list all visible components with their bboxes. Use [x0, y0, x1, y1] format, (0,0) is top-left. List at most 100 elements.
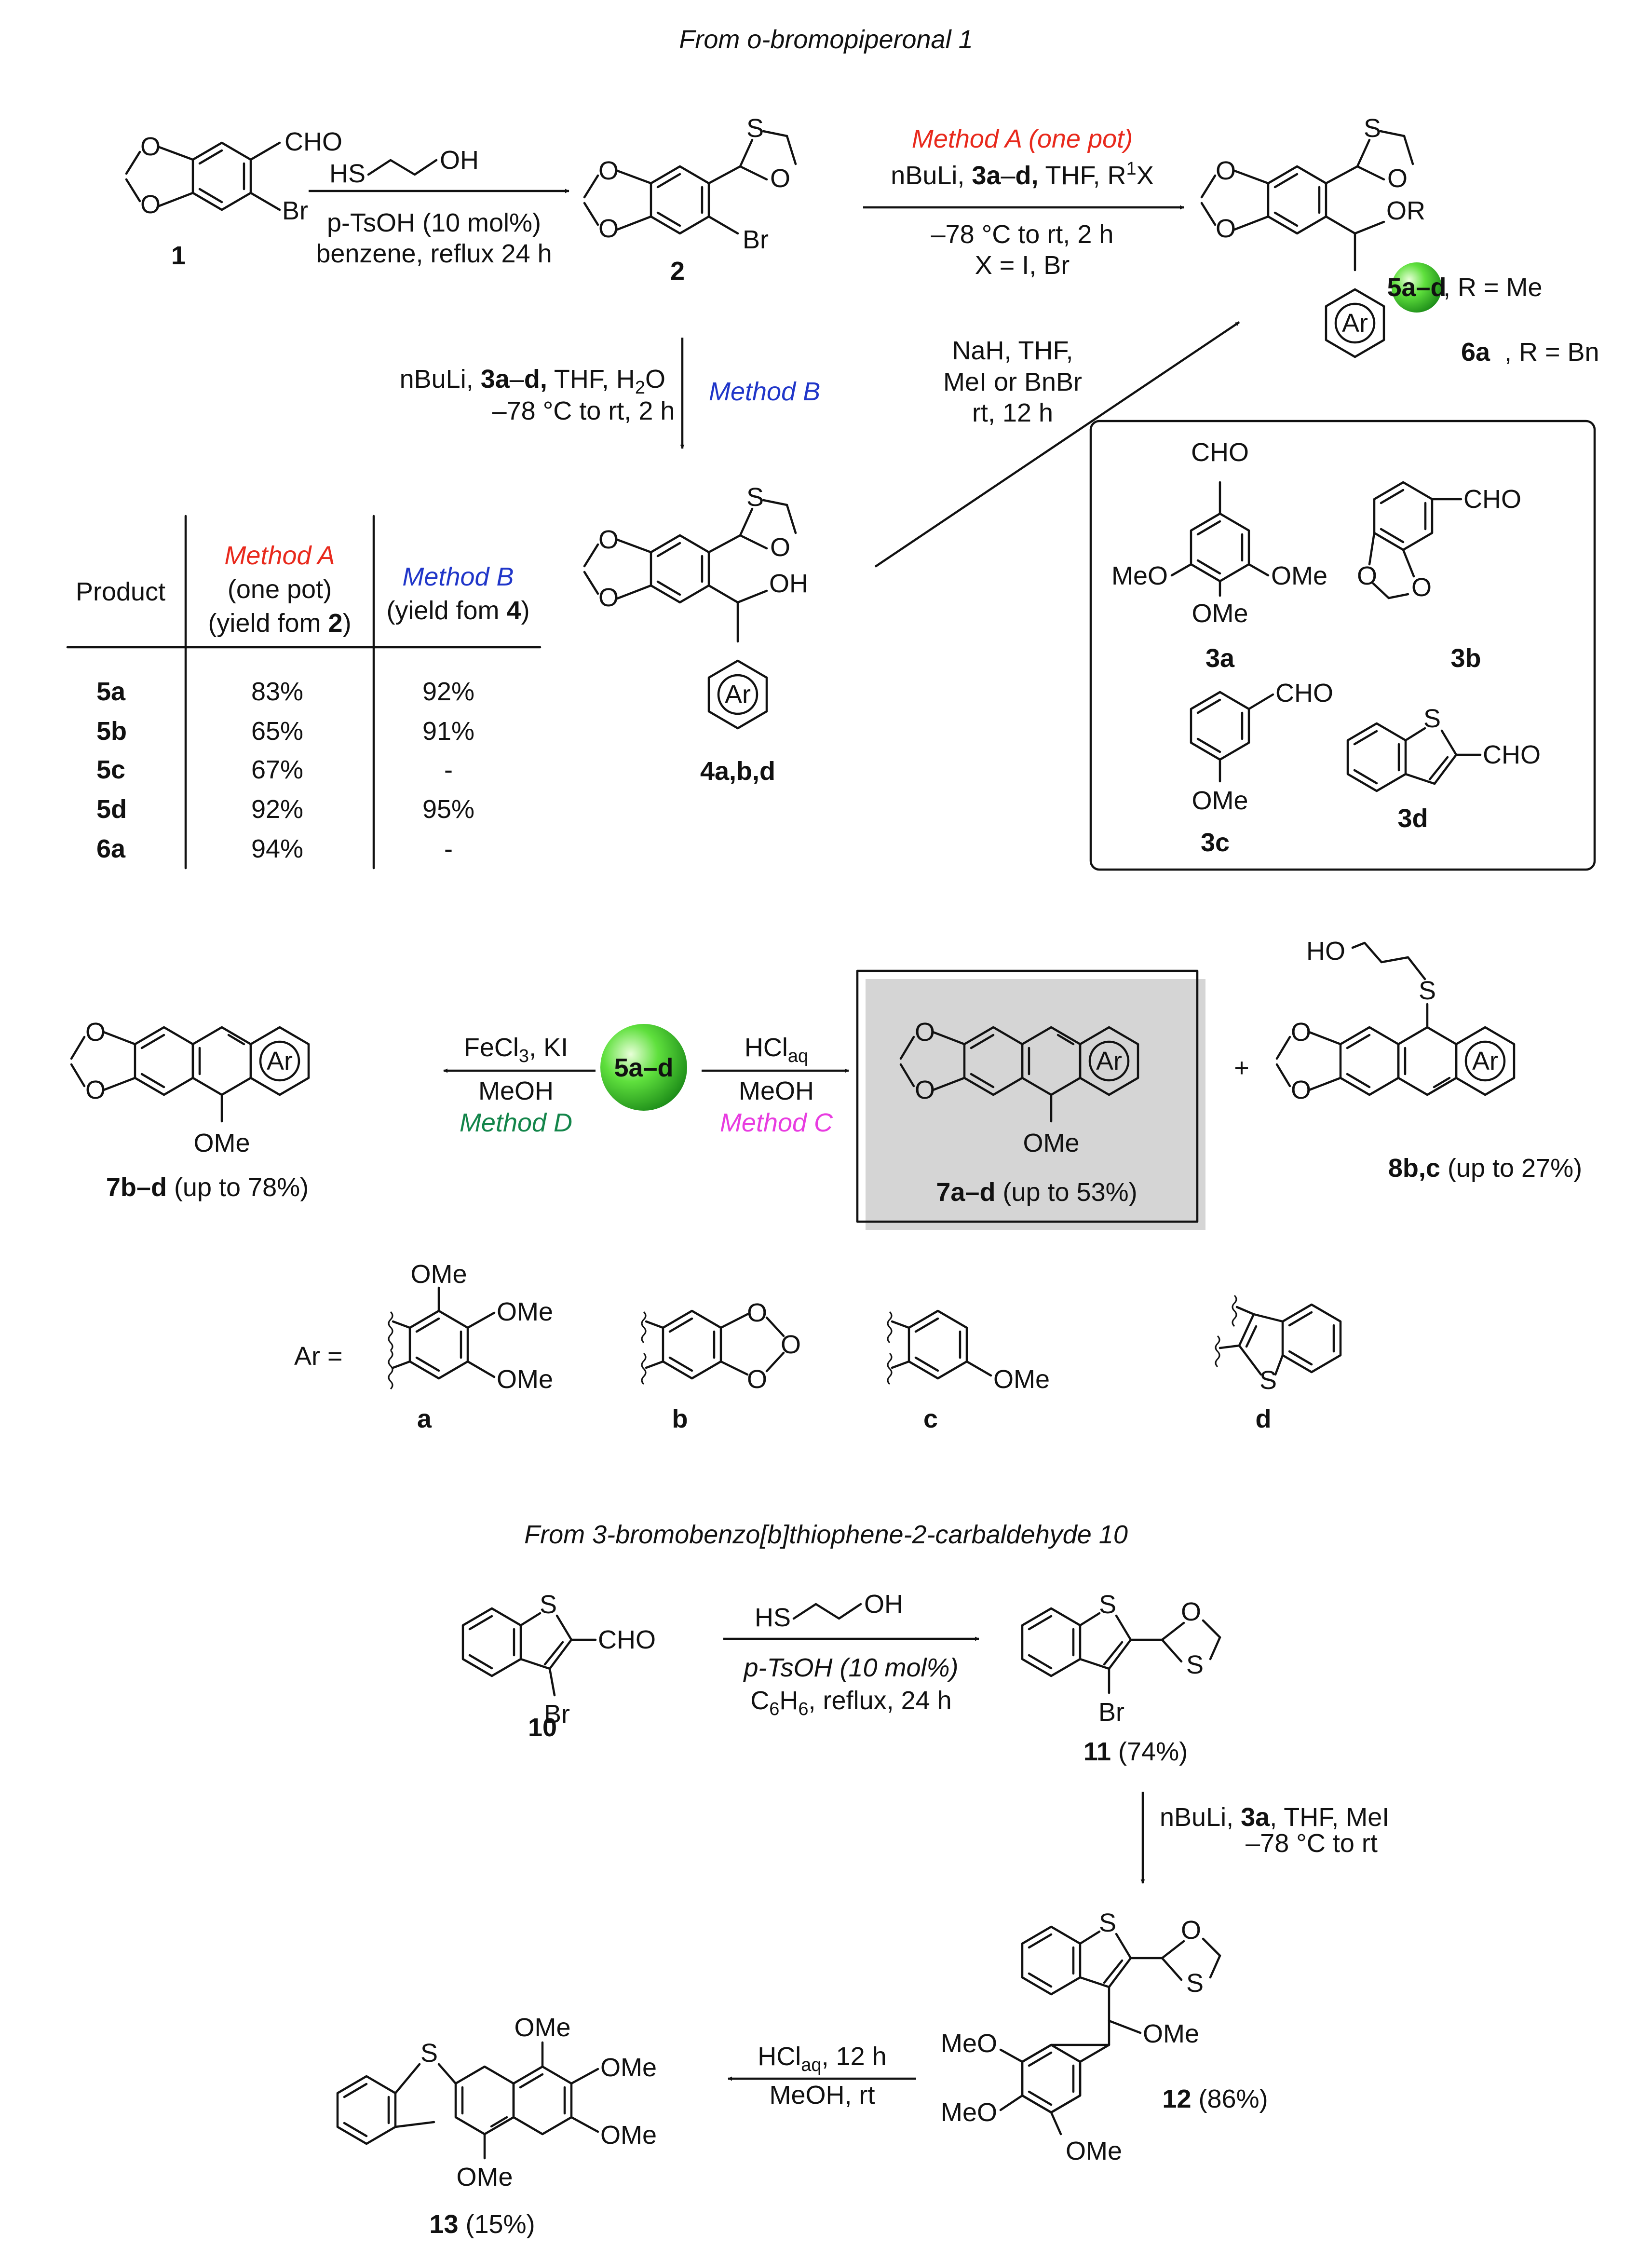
- svg-text:CHO: CHO: [598, 1625, 656, 1654]
- svg-text:OMe: OMe: [1066, 2137, 1122, 2165]
- svg-text:OMe: OMe: [497, 1365, 553, 1394]
- table-header: Method B: [402, 562, 514, 591]
- svg-text:O: O: [598, 525, 619, 554]
- svg-text:O: O: [1411, 573, 1432, 602]
- svg-text:O: O: [747, 1298, 767, 1327]
- table-header: Method A: [224, 541, 335, 570]
- svg-text:S: S: [1259, 1366, 1277, 1395]
- condition-text: nBuLi, 3a–d, THF, R1X: [891, 159, 1153, 190]
- svg-text:S: S: [1186, 1969, 1204, 1998]
- svg-text:Br: Br: [1098, 1698, 1124, 1727]
- svg-text:S: S: [746, 483, 764, 512]
- svg-text:OMe: OMe: [514, 2013, 570, 2042]
- svg-text:O: O: [85, 1018, 106, 1047]
- ar-substituent-c: OMe c: [887, 1309, 1050, 1433]
- svg-text:OMe: OMe: [456, 2163, 513, 2192]
- svg-text:O: O: [747, 1365, 767, 1394]
- svg-text:Br: Br: [743, 225, 769, 254]
- condition-text: MeI or BnBr: [943, 368, 1082, 396]
- reaction-arrow: [874, 321, 1240, 568]
- thiol-reagent: HS OH: [329, 146, 479, 188]
- table-cell: 92%: [422, 677, 474, 706]
- svg-text:O: O: [1181, 1597, 1201, 1626]
- table-cell: 5b: [96, 717, 127, 746]
- svg-text:, R = Bn: , R = Bn: [1504, 338, 1599, 367]
- svg-text:O: O: [1291, 1018, 1311, 1047]
- svg-text:OR: OR: [1386, 196, 1425, 225]
- svg-text:S: S: [540, 1590, 557, 1619]
- compound-2: O O S O Br 2: [583, 114, 797, 286]
- svg-text:OMe: OMe: [1192, 786, 1248, 815]
- atom-label: Br: [282, 196, 308, 225]
- compound-label: 7b–d (up to 78%): [106, 1173, 309, 1202]
- svg-text:Ar: Ar: [725, 680, 751, 709]
- svg-text:OMe: OMe: [410, 1260, 467, 1289]
- method-a-title: Method A (one pot): [912, 124, 1133, 153]
- svg-text:b: b: [672, 1404, 688, 1433]
- compound-label: 8b,c (up to 27%): [1388, 1154, 1582, 1183]
- svg-text:O: O: [1387, 164, 1408, 193]
- compound-13: S OMe OMe OMe OMe 13 (15%): [336, 2013, 657, 2239]
- svg-text:S: S: [1099, 1590, 1116, 1619]
- svg-text:OH: OH: [864, 1590, 903, 1619]
- compound-label: 4a,b,d: [700, 757, 775, 786]
- svg-text:d: d: [1256, 1404, 1272, 1433]
- compound-label: 3c: [1201, 828, 1230, 857]
- condition-text: MeOH: [478, 1076, 554, 1105]
- svg-text:Ar: Ar: [1342, 309, 1368, 338]
- table-header: (one pot): [228, 575, 332, 604]
- atom-label: O: [140, 132, 161, 161]
- table-header: (yield fom 2): [208, 609, 351, 638]
- svg-text:O: O: [85, 1076, 106, 1104]
- compound-7a-d-box: O O Ar OMe 7a–d (up to 53%): [856, 969, 1205, 1230]
- svg-text:HO: HO: [1306, 937, 1345, 966]
- svg-text:OMe: OMe: [1192, 599, 1248, 628]
- ar-definition-label: Ar =: [294, 1342, 343, 1371]
- svg-text:S: S: [1186, 1650, 1204, 1679]
- condition-text: FeCl3, KI: [464, 1033, 568, 1066]
- table-cell: 67%: [251, 755, 303, 784]
- highlight-ball: [600, 1024, 687, 1111]
- svg-text:Ar: Ar: [1472, 1047, 1498, 1076]
- svg-text:OH: OH: [440, 146, 479, 175]
- condition-text: p-TsOH (10 mol%): [327, 208, 541, 237]
- table-cell: 5d: [96, 795, 127, 824]
- svg-text:CHO: CHO: [1275, 679, 1333, 708]
- svg-text:CHO: CHO: [1463, 485, 1521, 514]
- compound-label: 3a: [1205, 644, 1235, 673]
- method-d-title: Method D: [460, 1108, 572, 1137]
- table-cell: 95%: [422, 795, 474, 824]
- condition-text: MeOH: [739, 1076, 814, 1105]
- compound-12: S O S OMe MeO MeO OMe 12 (86%): [941, 1908, 1268, 2165]
- table-cell: 92%: [251, 795, 303, 824]
- compound-8b-c: O O S HO Ar 8b,c (up to 27%): [1275, 937, 1582, 1183]
- condition-text: nBuLi, 3a, THF, MeI: [1160, 1803, 1389, 1832]
- svg-text:O: O: [1291, 1076, 1311, 1104]
- svg-text:HS: HS: [329, 159, 366, 188]
- condition-text: X = I, Br: [975, 251, 1070, 280]
- compound-label: 13 (15%): [429, 2210, 535, 2239]
- table-cell: 5a: [96, 677, 126, 706]
- table-header: (yield fom 4): [386, 596, 529, 625]
- ar-substituent-d: S d: [1215, 1294, 1342, 1433]
- condition-text: MeOH, rt: [769, 2081, 875, 2110]
- svg-text:Ar: Ar: [267, 1047, 293, 1076]
- svg-text:O: O: [781, 1330, 801, 1359]
- atom-label: CHO: [284, 127, 342, 156]
- svg-text:S: S: [1423, 704, 1441, 733]
- svg-text:S: S: [420, 2039, 438, 2068]
- compound-1: O O CHO Br 1: [125, 127, 342, 270]
- svg-text:O: O: [1216, 156, 1236, 185]
- svg-text:CHO: CHO: [1483, 740, 1541, 769]
- table-cell: 94%: [251, 834, 303, 863]
- svg-text:OMe: OMe: [600, 2053, 657, 2082]
- compound-label: 7a–d (up to 53%): [936, 1178, 1137, 1207]
- svg-text:Br: Br: [544, 1700, 570, 1729]
- svg-text:O: O: [1216, 214, 1236, 243]
- svg-text:OMe: OMe: [993, 1365, 1050, 1394]
- svg-text:5a–d: 5a–d: [1387, 273, 1446, 302]
- condition-text: NaH, THF,: [952, 336, 1073, 365]
- table-cell: 83%: [251, 677, 303, 706]
- thiol-reagent: HS OH: [755, 1590, 903, 1632]
